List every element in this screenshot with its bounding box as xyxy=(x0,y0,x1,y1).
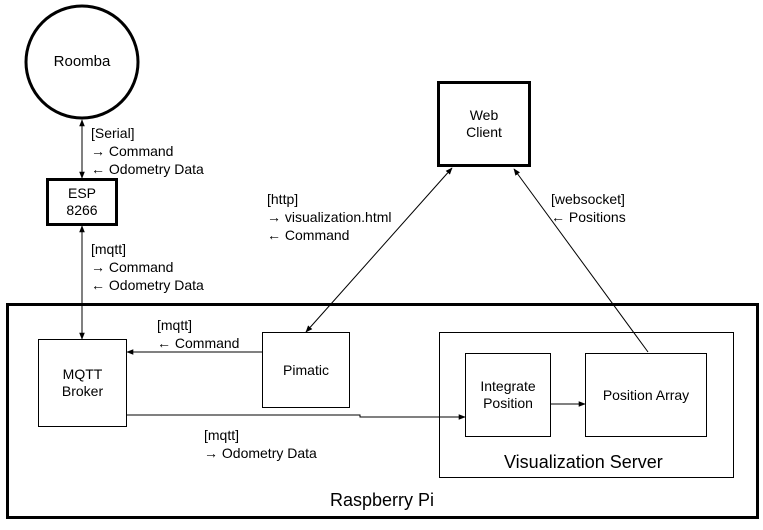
position-array-label: Position Array xyxy=(602,386,690,403)
mqtt-odometry-data-label: → Odometry Data xyxy=(204,445,317,461)
web-client-node: Web Client xyxy=(437,81,531,167)
mqtt-esp-command-label: → Command xyxy=(91,259,174,275)
http-command-label: ← Command xyxy=(267,227,350,243)
visualization-server-container xyxy=(439,332,734,478)
serial-protocol-label: [Serial] xyxy=(91,125,135,141)
websocket-positions-label: ← Positions xyxy=(551,209,626,225)
serial-command-label: → Command xyxy=(91,143,174,159)
integrate-position-label: Integrate Position xyxy=(480,378,536,411)
raspberry-pi-container xyxy=(6,303,759,519)
roomba-node xyxy=(24,4,140,120)
mqtt-pimatic-command-label: ← Command xyxy=(157,335,240,351)
pimatic-label: Pimatic xyxy=(283,361,329,378)
pimatic-node: Pimatic xyxy=(262,332,350,408)
esp8266-node: ESP 8266 xyxy=(46,178,118,226)
mqtt-broker-label: MQTT Broker xyxy=(61,366,104,399)
esp8266-label: ESP 8266 xyxy=(66,185,98,218)
http-visualization-label: → visualization.html xyxy=(267,209,392,225)
mqtt-broker-node: MQTT Broker xyxy=(38,339,127,427)
mqtt-pimatic-protocol-label: [mqtt] xyxy=(157,317,193,333)
web-client-label: Web Client xyxy=(466,107,502,140)
position-array-node: Position Array xyxy=(585,353,707,437)
mqtt-esp-protocol-label: [mqtt] xyxy=(91,241,127,257)
http-protocol-label: [http] xyxy=(267,191,299,207)
mqtt-odometry-protocol-label: [mqtt] xyxy=(204,427,240,443)
websocket-connection xyxy=(513,168,649,353)
mqtt-esp-odometry-label: ← Odometry Data xyxy=(91,277,204,293)
integrate-position-node: Integrate Position xyxy=(465,353,551,437)
mqtt-odometry-connection xyxy=(127,414,466,420)
visualization-server-label: Visualization Server xyxy=(504,452,663,472)
serial-odometry-label: ← Odometry Data xyxy=(91,161,204,177)
raspberry-pi-label: Raspberry Pi xyxy=(330,490,435,510)
websocket-protocol-label: [websocket] xyxy=(551,191,625,207)
roomba-label: Roomba xyxy=(53,53,111,70)
